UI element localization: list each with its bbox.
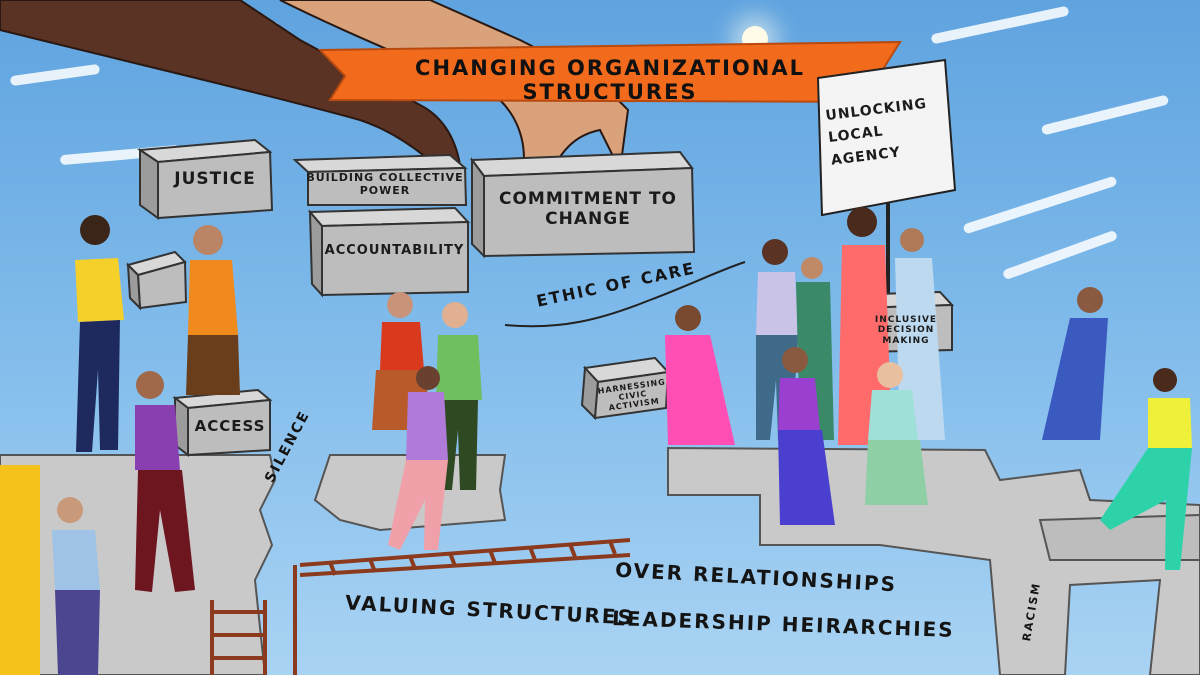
box-label-accountability: ACCOUNTABILITY [324, 243, 465, 258]
box-accountability [307, 206, 471, 298]
box-building-power [292, 153, 468, 206]
box-label-building-collective-power: BUILDING COLLECTIVE POWER [306, 171, 464, 197]
box-small-left [126, 250, 188, 311]
figure-purple-skirt [778, 347, 835, 525]
box-access [172, 388, 273, 458]
sign-board [816, 58, 957, 217]
yellow-paint [0, 465, 40, 675]
dark-hand [0, 0, 462, 172]
figure-blue-dress [1042, 287, 1108, 440]
sign-text: UNLOCKING LOCAL AGENCY [824, 95, 928, 169]
box-justice [137, 138, 274, 220]
figure-white-hair [865, 362, 928, 505]
figure-pink-dress-sitting [665, 305, 735, 445]
box-commitment [470, 150, 696, 259]
figure-pink-pants [388, 366, 448, 550]
figure-green-top [436, 302, 482, 490]
figure-yellow-pants [1100, 368, 1192, 570]
box-label-commitment-to-change: COMMITMENT TO CHANGE [498, 189, 677, 229]
ladder-bridge [299, 538, 631, 577]
figure-purple-carrying-access [135, 371, 195, 592]
banner-title: CHANGING ORGANIZATIONAL STRUCTURES [415, 56, 805, 104]
care-string [504, 261, 746, 328]
ladder-vertical [210, 565, 297, 675]
figure-holding-justice [75, 215, 124, 452]
box-label-justice: JUSTICE [174, 169, 256, 189]
figure-painting-wall [52, 497, 100, 675]
box-label-inclusive-decision-making: INCLUSIVE DECISION MAKING [874, 315, 938, 346]
box-harnessing [580, 356, 671, 421]
box-label-access: ACCESS [194, 417, 266, 435]
figure-orange-top [186, 225, 240, 395]
far-right-rock [1038, 513, 1200, 561]
